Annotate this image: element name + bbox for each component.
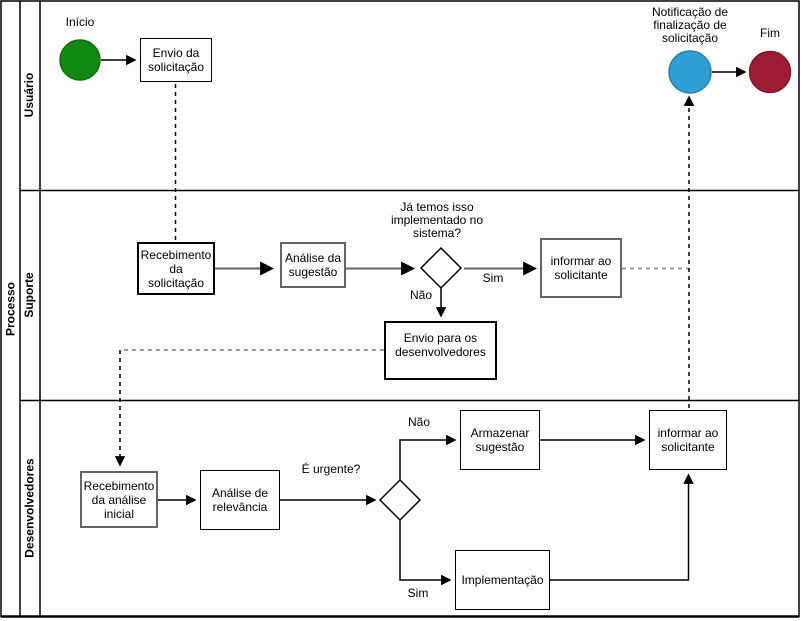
gateway2-question-label: É urgente? <box>301 462 361 476</box>
gateway1-question-label: Já temos isso implementado no sistema? <box>390 200 484 240</box>
task-analise-relevancia[interactable]: Análise de relevância <box>200 470 280 530</box>
task-informar-solicitante-suporte[interactable]: informar ao solicitante <box>540 238 622 298</box>
task-armazenar-sugestao[interactable]: Armazenar sugestão <box>460 410 540 470</box>
end-event[interactable] <box>748 50 792 94</box>
edge-gateway2-sim-to-implementacao <box>399 520 452 586</box>
notification-event-label: Notificação de finalização de solicitaçã… <box>651 5 729 45</box>
edge-implementacao-to-informar-dev <box>550 473 694 581</box>
lane-label-desenvolvedores: Desenvolvedores <box>22 458 36 558</box>
edge-label-nao-suporte: Não <box>409 288 432 302</box>
edge-gateway2-nao-to-armazenar <box>399 434 457 480</box>
lane-label-suporte: Suporte <box>22 272 36 318</box>
notification-event[interactable] <box>668 50 712 94</box>
edge-label-sim-suporte: Sim <box>482 271 504 285</box>
task-envio-desenvolvedores[interactable]: Envio para os desenvolvedores <box>384 321 497 380</box>
gateway-ja-implementado[interactable] <box>419 246 463 290</box>
task-analise-sugestao[interactable]: Análise da sugestão <box>280 242 346 288</box>
task-recebimento-solicitacao[interactable]: Recebimento da solicitação <box>137 242 215 295</box>
edge-label-nao-dev: Não <box>407 415 430 429</box>
gateway-e-urgente[interactable] <box>378 478 422 522</box>
pool-title: Processo <box>3 281 17 336</box>
start-event-label: Início <box>65 15 95 29</box>
lane-label-usuario: Usuário <box>22 72 36 118</box>
start-event[interactable] <box>59 39 101 81</box>
task-implementacao[interactable]: Implementação <box>455 550 550 610</box>
end-event-label: Fim <box>760 26 780 40</box>
task-informar-solicitante-dev[interactable]: informar ao solicitante <box>649 410 727 470</box>
edge-label-sim-dev: Sim <box>407 586 429 600</box>
task-envio-solicitacao[interactable]: Envio da solicitação <box>140 38 212 82</box>
task-recebimento-analise-inicial[interactable]: Recebimento da análise inicial <box>80 471 158 528</box>
